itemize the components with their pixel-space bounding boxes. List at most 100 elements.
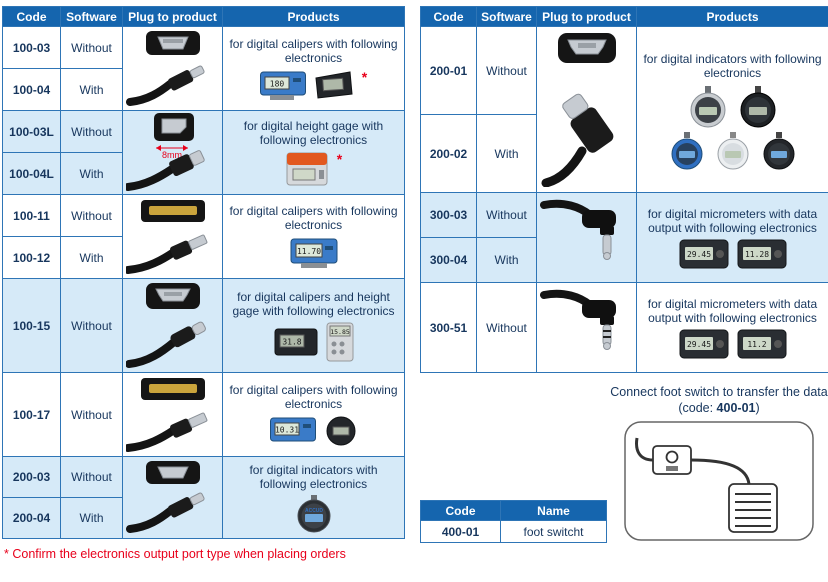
- svg-text:11.28: 11.28: [744, 250, 768, 259]
- product-description: for digital calipers with following elec…: [229, 203, 398, 232]
- header-code: Code: [420, 500, 501, 522]
- software-cell: With: [60, 152, 123, 195]
- foot-switch-section: Code Name 400-01 foot switcht Connect fo…: [420, 385, 828, 547]
- product-description: for digital calipers and height gage wit…: [232, 289, 395, 318]
- table-row: 100-03 Without: [2, 26, 405, 111]
- table-row: 100-15 Without: [2, 278, 405, 373]
- software-cell: Without: [60, 372, 123, 457]
- catalog-page: Code Software Plug to product Products 1…: [2, 6, 828, 561]
- product-description: for digital height gage with following e…: [243, 118, 384, 147]
- header-plug: Plug to product: [536, 6, 637, 27]
- indicator-gauge-image: [690, 86, 725, 128]
- software-cell: With: [476, 237, 537, 283]
- product-description: for digital micrometers with data output…: [647, 206, 818, 235]
- plug-cell: [536, 192, 637, 283]
- svg-text:11.2: 11.2: [747, 340, 766, 349]
- plug-cell: [536, 282, 637, 373]
- product-description: for digital indicators with following el…: [249, 462, 378, 491]
- right-table-header-row: Code Software Plug to product Products: [420, 6, 828, 27]
- mini-table-header-row: Code Name: [420, 500, 607, 522]
- usb-b-plug-image: 8mm: [123, 113, 205, 191]
- svg-text:180: 180: [270, 80, 285, 89]
- table-row: 100-12 With: [2, 236, 405, 279]
- product-description: for digital indicators with following el…: [643, 51, 822, 80]
- right-angle-jack-4pole-plug-image: [539, 289, 616, 350]
- code-cell: 300-04: [420, 237, 477, 283]
- svg-text:31.8: 31.8: [282, 338, 301, 347]
- code-cell: 200-02: [420, 114, 477, 193]
- name-cell: foot switcht: [500, 520, 607, 544]
- code-cell: 100-11: [2, 194, 61, 237]
- right-products-table: Code Software Plug to product Products 2…: [420, 6, 828, 373]
- table-row: 200-02 With: [420, 114, 828, 193]
- header-software: Software: [476, 6, 537, 27]
- products-cell: for digital height gage with following e…: [222, 110, 405, 195]
- svg-text:29.45: 29.45: [686, 250, 710, 259]
- code-cell: 300-51: [420, 282, 477, 373]
- products-cell: for digital indicators with following el…: [222, 456, 405, 539]
- software-cell: With: [60, 497, 123, 539]
- code-cell: 100-17: [2, 372, 61, 457]
- code-cell: 100-04L: [2, 152, 61, 195]
- micrometer-display-image: 29.45: [679, 329, 728, 359]
- svg-text:ACCUD: ACCUD: [304, 508, 322, 514]
- plug-cell: [122, 194, 223, 279]
- caption-code-suffix: ): [755, 400, 760, 415]
- table-row: 100-03L Without 8mm: [2, 110, 405, 195]
- caption-code: 400-01: [716, 400, 756, 415]
- code-cell: 100-04: [2, 68, 61, 111]
- product-description: for digital micrometers with data output…: [647, 296, 818, 325]
- software-cell: Without: [476, 192, 537, 238]
- header-code: Code: [420, 6, 477, 27]
- gauge-black-image: [326, 416, 355, 446]
- svg-text:29.45: 29.45: [686, 340, 710, 349]
- micrometer-display-image: 29.45: [679, 239, 728, 269]
- code-cell: 100-12: [2, 236, 61, 279]
- micro-usb-plug-image: [125, 461, 205, 533]
- indicator-gauge-image: [763, 132, 794, 170]
- table-row: 200-04 With: [2, 497, 405, 539]
- table-row: 100-11 Without: [2, 194, 405, 279]
- plug-cell: [536, 26, 637, 193]
- products-cell: for digital calipers and height gage wit…: [222, 278, 405, 373]
- svg-text:10.31: 10.31: [274, 426, 298, 435]
- plug-cell: [122, 278, 223, 373]
- product-description: for digital calipers with following elec…: [229, 382, 398, 411]
- code-cell: 100-03L: [2, 110, 61, 153]
- code-cell: 100-15: [2, 278, 61, 373]
- left-table-header-row: Code Software Plug to product Products: [2, 6, 405, 27]
- software-cell: Without: [60, 456, 123, 498]
- software-cell: Without: [60, 26, 123, 69]
- software-cell: Without: [476, 26, 537, 115]
- plug-cell: [122, 456, 223, 539]
- caliper-display-black-image: [315, 71, 353, 99]
- header-name: Name: [500, 500, 607, 522]
- products-cell: for digital micrometers with data output…: [636, 192, 828, 283]
- left-products-table: Code Software Plug to product Products 1…: [2, 6, 405, 539]
- table-row: 400-01 foot switcht: [420, 520, 607, 544]
- indicator-gauge-image: ACCUD: [297, 495, 330, 533]
- height-gage-remote-image: 15.85: [326, 322, 353, 362]
- code-cell: 300-03: [420, 192, 477, 238]
- table-row: 100-04L With: [2, 152, 405, 195]
- svg-text:11.70: 11.70: [296, 247, 320, 256]
- left-column: Code Software Plug to product Products 1…: [2, 6, 405, 561]
- indicator-gauge-image: [740, 86, 775, 128]
- software-cell: Without: [476, 282, 537, 373]
- caliper-display-image: 10.31: [269, 417, 316, 442]
- products-cell: for digital calipers with following elec…: [222, 194, 405, 279]
- code-cell: 200-03: [2, 456, 61, 498]
- flat-connector-plug-image: [123, 200, 207, 274]
- plug-cell: [122, 26, 223, 111]
- right-column: Code Software Plug to product Products 2…: [420, 6, 828, 561]
- table-row: 300-03 Without for digital micrometers w…: [420, 192, 828, 283]
- table-row: 300-51 Without: [420, 282, 828, 373]
- table-row: 100-04 With: [2, 68, 405, 111]
- caliper-display-black-image: 31.8: [274, 328, 317, 356]
- foot-switch-table: Code Name 400-01 foot switcht: [420, 500, 607, 544]
- products-cell: for digital calipers with following elec…: [222, 372, 405, 457]
- table-row: 200-03 Without: [2, 456, 405, 539]
- height-gage-display-image: [286, 152, 328, 186]
- foot-switch-illustration: [624, 421, 814, 541]
- mini-usb-plug-image: [541, 33, 616, 188]
